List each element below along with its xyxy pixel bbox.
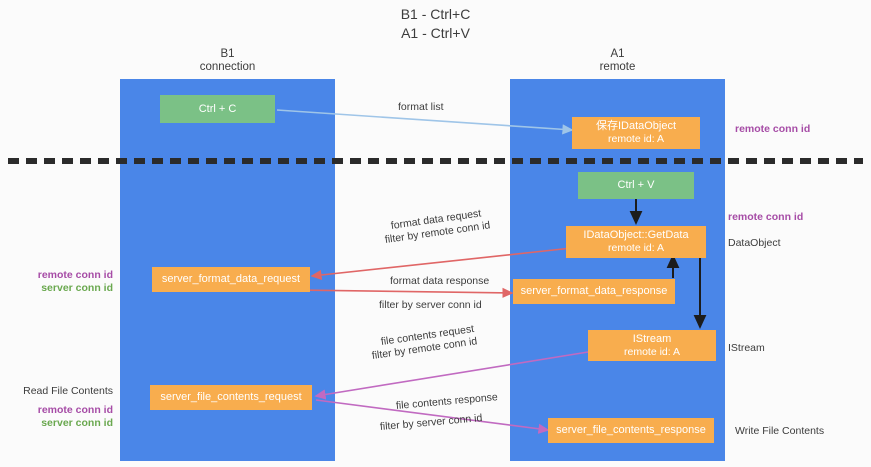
annotation-left-remote-conn-id-mid: remote conn id [37,269,113,281]
edge-label-file-contents-response-filter: filter by server conn id [379,412,482,434]
diagram-title-line2: A1 - Ctrl+V [401,25,470,41]
node-server-format-data-response-label: server_format_data_response [520,285,668,297]
node-idataobject-getdata[interactable]: IDataObject::GetData remote id: A [566,226,706,258]
diagram-title-line1: B1 - Ctrl+C [400,6,471,22]
annotation-right-write-file-contents: Write File Contents [735,425,825,437]
annotation-left-remote-conn-id-bottom: remote conn id [37,404,113,416]
node-server-format-data-request[interactable]: server_format_data_request [152,267,310,292]
annotation-right-dataobject: DataObject [728,237,781,249]
node-ctrl-v-label: Ctrl + V [617,179,655,191]
node-server-format-data-request-label: server_format_data_request [161,273,301,285]
node-server-format-data-response[interactable]: server_format_data_response [513,279,675,304]
node-server-file-contents-request-label: server_file_contents_request [160,391,302,403]
filter-key-server-conn-id: server conn id [415,299,482,311]
annotation-left-server-conn-id-bottom: server conn id [41,417,113,429]
filter-key-server-conn-id: server conn id [416,412,483,430]
node-idataobject-getdata-label: IDataObject::GetData [583,229,689,241]
annotation-left-server-conn-id-mid: server conn id [41,282,113,294]
edge-label-format-data-response-filter: filter by server conn id [379,299,482,312]
filter-prefix: filter by [379,299,416,311]
edge-label-format-data-response: format data response [390,275,490,287]
node-istream-sublabel: remote id: A [623,345,681,358]
edge-label-file-contents-response: file contents response [395,391,499,412]
node-server-file-contents-response-label: server_file_contents_response [556,424,706,436]
annotation-right-istream: IStream [728,342,765,354]
annotation-left-read-file-contents: Read File Contents [23,385,113,397]
lane-header-b1: B1 connection [199,48,256,73]
node-istream[interactable]: IStream remote id: A [588,330,716,361]
node-ctrl-v[interactable]: Ctrl + V [578,172,694,199]
node-get-idataobject-sublabel: remote id: A [607,133,665,145]
edge-label-format-list: format list [398,101,444,113]
node-ctrl-c-label: Ctrl + C [198,102,237,115]
node-get-idataobject[interactable]: 保存IDataObject remote id: A [572,117,700,149]
filter-prefix: filter by [384,228,423,246]
node-idataobject-getdata-sublabel: remote id: A [607,242,665,254]
filter-prefix: filter by [371,344,410,362]
annotation-right-remote-conn-id-mid: remote conn id [728,211,804,223]
node-ctrl-c[interactable]: Ctrl + C [160,95,275,123]
node-istream-label: IStream [632,332,672,345]
filter-prefix: filter by [379,417,418,433]
lane-header-a1: A1 remote [599,48,636,73]
node-server-file-contents-request[interactable]: server_file_contents_request [150,385,312,410]
annotation-right-remote-conn-id-top: remote conn id [735,123,811,135]
node-get-idataobject-label: 保存IDataObject [595,120,677,132]
node-server-file-contents-response[interactable]: server_file_contents_response [548,418,714,443]
